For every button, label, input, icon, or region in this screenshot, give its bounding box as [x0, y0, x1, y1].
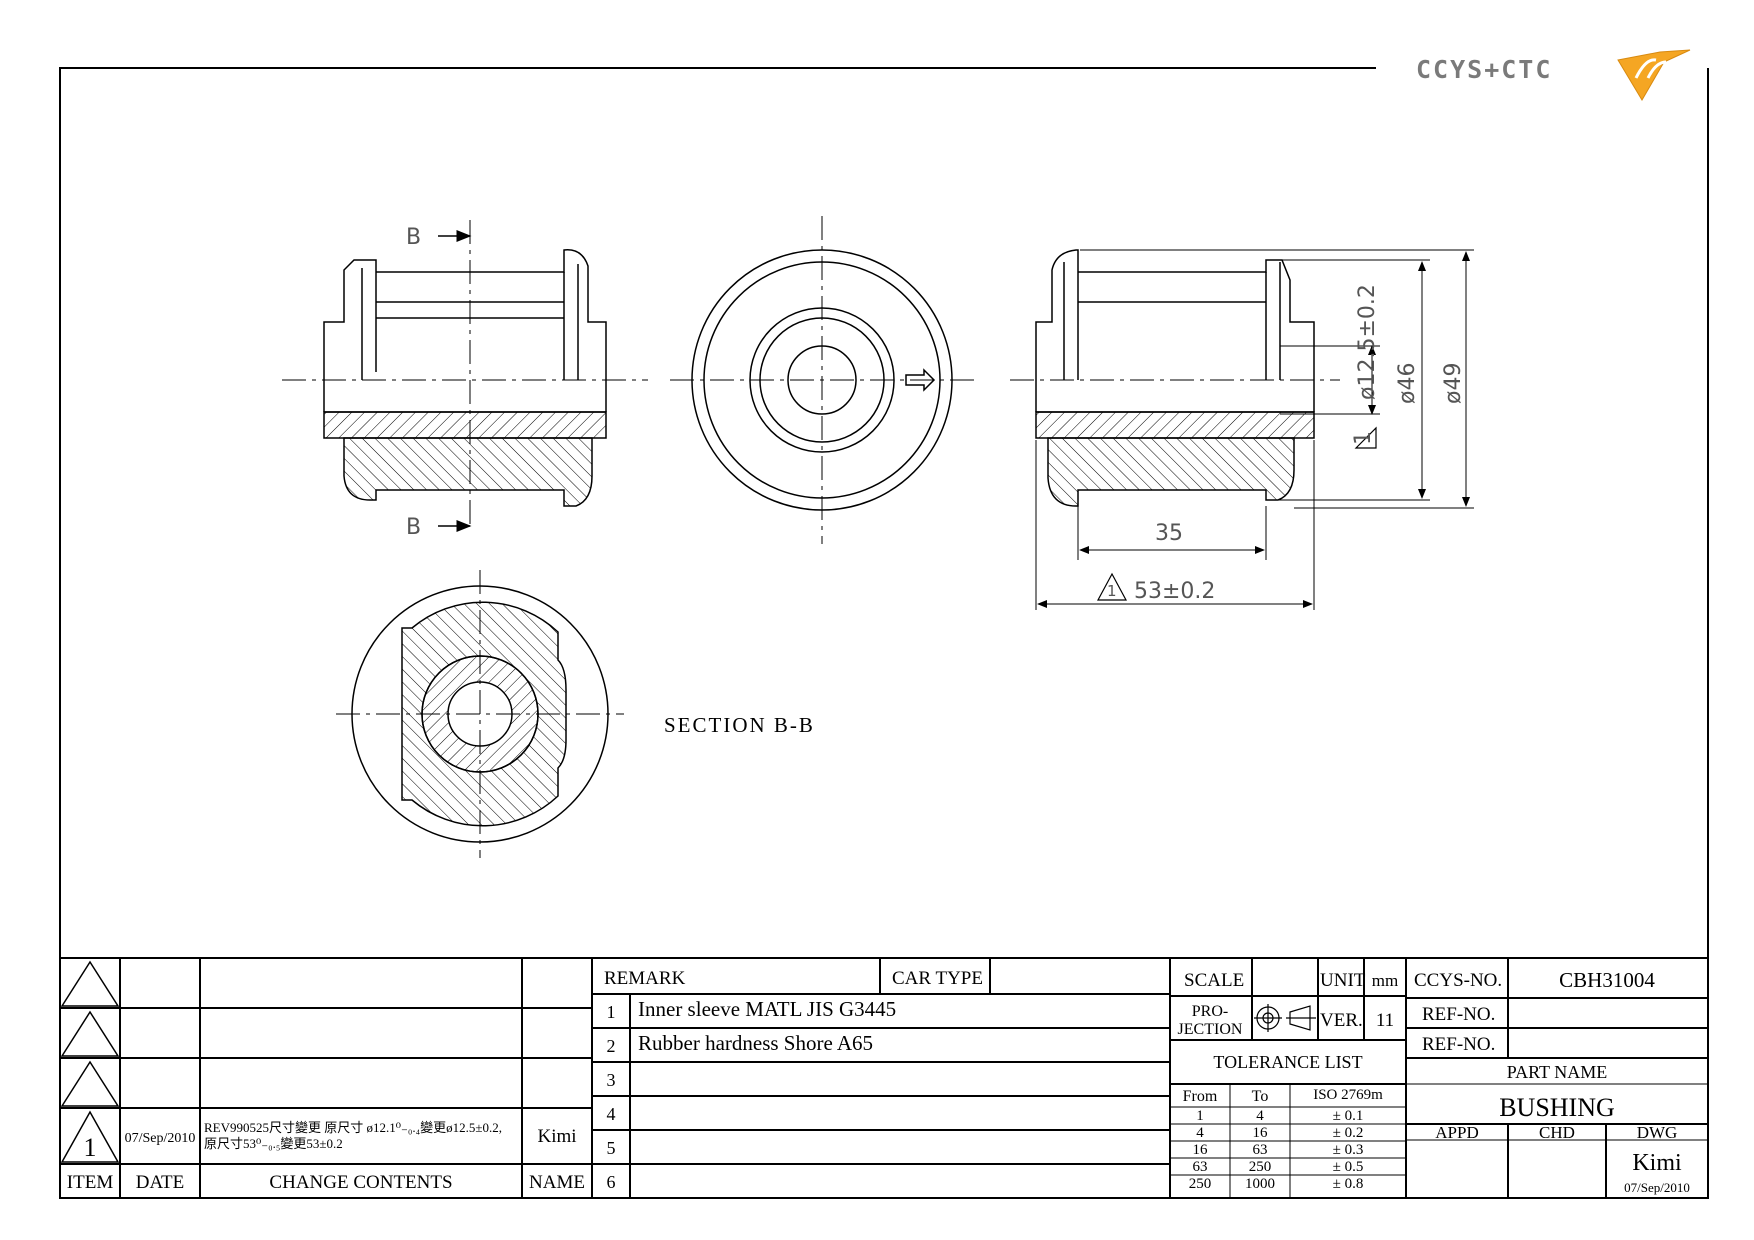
tolerance-from-cell: 1 [1196, 1108, 1204, 1124]
scale-unit-block: SCALE UNIT mm PRO- JECTION VER. 11 TOLER… [1178, 970, 1399, 1105]
part-info-block: CCYS-NO. CBH31004 REF-NO. REF-NO. PART N… [1414, 968, 1690, 1195]
dwg-name: Kimi [1632, 1150, 1682, 1176]
title-block-grid [60, 957, 1708, 1198]
tolerance-tol-cell: ± 0.3 [1333, 1142, 1364, 1158]
tolerance-tol-cell: ± 0.2 [1333, 1125, 1364, 1141]
rev-change-1-line1: REV990525尺寸變更 原尺寸 ø12.1⁰₋₀.₄變更ø12.5±0.2, [204, 1120, 502, 1135]
tolerance-from-cell: 16 [1193, 1142, 1209, 1158]
dim-inner-diameter: ø12.5±0.2 [1355, 284, 1380, 400]
front-section-view [282, 220, 648, 532]
remark-header: REMARK [604, 968, 686, 989]
remark-text-2: Rubber hardness Shore A65 [638, 1031, 873, 1055]
tolerance-from-cell: 63 [1193, 1159, 1208, 1175]
tolerance-from-cell: 4 [1196, 1125, 1204, 1141]
end-view [670, 216, 974, 544]
tolerance-to-cell: 63 [1253, 1142, 1268, 1158]
rev-name-1: Kimi [537, 1126, 576, 1147]
revision-item-triangles [60, 960, 120, 1163]
logo-text: CCYS+CTC [1416, 55, 1552, 84]
ref-no-label-2: REF-NO. [1422, 1034, 1495, 1055]
tolerance-tol-cell: ± 0.8 [1333, 1176, 1364, 1192]
part-name-value: BUSHING [1499, 1093, 1615, 1122]
tolerance-tol-cell: ± 0.5 [1333, 1159, 1364, 1175]
ccys-no-value: CBH31004 [1559, 968, 1655, 992]
dim-length-35: 35 [1155, 521, 1183, 546]
section-bb-title: SECTION B-B [664, 713, 815, 737]
remark-text-1: Inner sleeve MATL JIS G3445 [638, 997, 896, 1021]
unit-label: UNIT [1320, 970, 1366, 991]
tol-header-iso: ISO 2769m [1313, 1087, 1383, 1103]
section-marker-bottom: B [406, 515, 421, 540]
tolerance-tol-cell: ± 0.1 [1333, 1108, 1364, 1124]
unit-value: mm [1372, 971, 1398, 990]
company-logo: CCYS+CTC [1416, 49, 1691, 101]
logo-mark [1617, 49, 1691, 101]
projection-label-1: PRO- [1192, 1003, 1228, 1020]
rev-mark-length: 1 [1107, 582, 1117, 600]
header-item: ITEM [67, 1172, 114, 1193]
side-section-view [1010, 249, 1474, 610]
ref-no-label-1: REF-NO. [1422, 1004, 1495, 1025]
tolerance-to-cell: 4 [1256, 1108, 1264, 1124]
dim-diameter-46: ø46 [1395, 363, 1420, 404]
remark-no-2: 2 [607, 1036, 616, 1056]
remark-no-1: 1 [607, 1002, 616, 1022]
header-name: NAME [529, 1172, 585, 1193]
dim-length-53: 53±0.2 [1134, 579, 1215, 604]
ver-value: 11 [1376, 1010, 1394, 1031]
dwg-date: 07/Sep/2010 [1624, 1180, 1690, 1195]
remark-no-3: 3 [607, 1070, 616, 1090]
projection-symbol-icon [1254, 1004, 1316, 1032]
dwg-label: DWG [1637, 1123, 1678, 1142]
remarks-block: REMARK CAR TYPE 1 Inner sleeve MATL JIS … [604, 968, 983, 1192]
car-type-label: CAR TYPE [892, 968, 983, 989]
tolerance-to-cell: 16 [1253, 1125, 1269, 1141]
rev-mark-diameter: 1 [1351, 431, 1376, 445]
rev-date-1: 07/Sep/2010 [125, 1131, 196, 1146]
tol-header-to: To [1252, 1088, 1269, 1105]
scale-label: SCALE [1184, 970, 1244, 991]
chd-label: CHD [1539, 1123, 1575, 1142]
tolerance-title: TOLERANCE LIST [1213, 1052, 1362, 1072]
header-change-contents: CHANGE CONTENTS [269, 1172, 452, 1193]
tolerance-from-cell: 250 [1189, 1176, 1212, 1192]
remark-no-5: 5 [607, 1138, 616, 1158]
tolerance-to-cell: 250 [1249, 1159, 1272, 1175]
part-name-label: PART NAME [1507, 1062, 1607, 1082]
section-bb-view [336, 570, 624, 858]
tol-header-from: From [1183, 1088, 1218, 1105]
remark-no-6: 6 [607, 1172, 616, 1192]
ccys-no-label: CCYS-NO. [1414, 970, 1502, 991]
projection-label-2: JECTION [1178, 1021, 1243, 1038]
rev-change-1-line2: 原尺寸53⁰₋₀.₅變更53±0.2 [204, 1136, 343, 1151]
appd-label: APPD [1435, 1123, 1478, 1142]
section-marker-top: B [406, 225, 421, 250]
tolerance-to-cell: 1000 [1245, 1176, 1275, 1192]
revision-block: 1 07/Sep/2010 REV990525尺寸變更 原尺寸 ø12.1⁰₋₀… [67, 1120, 585, 1193]
ver-label: VER. [1320, 1010, 1363, 1031]
rev-item-1: 1 [84, 1133, 97, 1162]
remark-no-4: 4 [607, 1104, 616, 1124]
header-date: DATE [136, 1172, 185, 1193]
drawing-frame [59, 67, 1709, 1199]
dim-diameter-49: ø49 [1441, 363, 1466, 404]
